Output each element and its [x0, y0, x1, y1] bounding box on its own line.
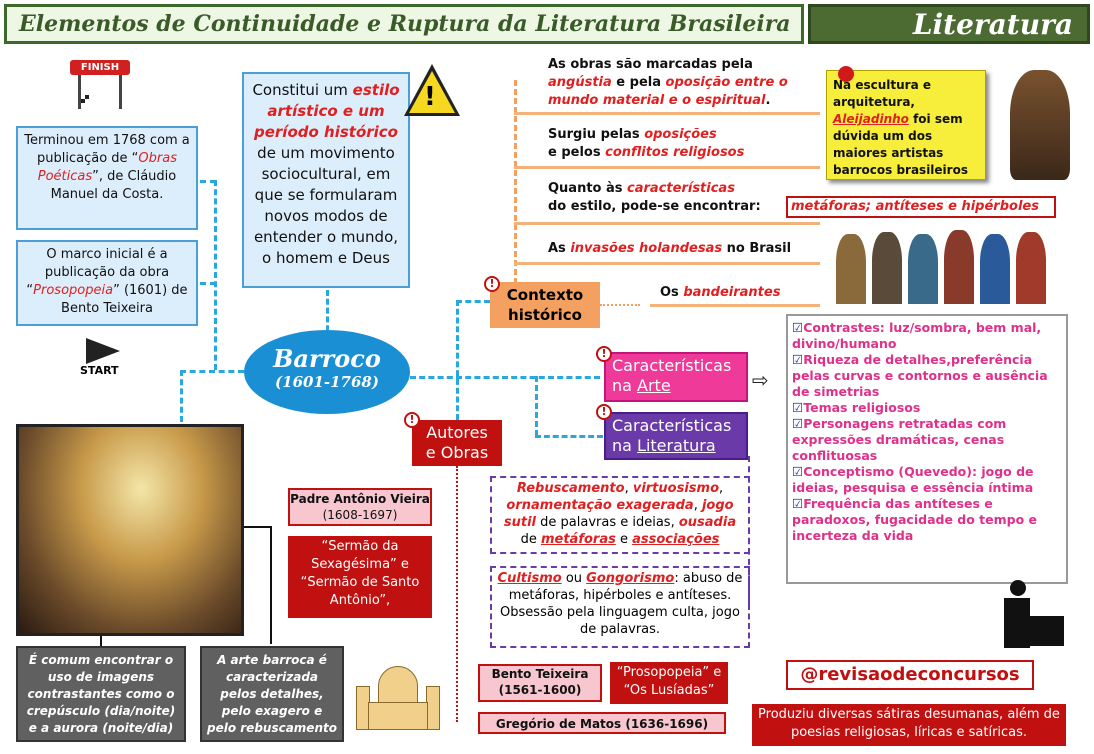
contexto-node: Contexto histórico: [490, 282, 600, 328]
alert-icon: !: [596, 404, 612, 420]
connector: [180, 370, 183, 422]
warning-fill: [409, 71, 455, 113]
vieira-works: “Sermão da Sexagésima” e “Sermão de Sant…: [288, 536, 432, 618]
start-box: O marco inicial é a publicação da obra “…: [16, 240, 198, 326]
literature-box-1: Rebuscamento, virtuosismo, ornamentação …: [490, 476, 750, 554]
connector: [200, 180, 216, 183]
gregorio-works: Produziu diversas sátiras desumanas, alé…: [752, 704, 1066, 746]
connector: [200, 282, 216, 285]
connector: [456, 300, 459, 420]
connector: [514, 112, 820, 115]
connector: [244, 526, 270, 528]
connector: [600, 304, 640, 306]
page-title: Elementos de Continuidade e Ruptura da L…: [4, 4, 804, 44]
gray-note-2: A arte barroca é caracterizada pelos det…: [200, 646, 344, 742]
vieira-name: Padre Antônio Vieira (1608-1697): [288, 488, 432, 526]
art-item: ☑Personagens retratadas com expressões d…: [792, 416, 1007, 463]
connector: [180, 370, 244, 373]
barroco-node: Barroco (1601-1768): [244, 330, 410, 414]
connector: [410, 376, 600, 379]
art-item: ☑Frequência das antíteses e paradoxos, f…: [792, 496, 1038, 543]
bandeirantes-image: [836, 228, 1056, 304]
end-box: Terminou em 1768 com a publicação de “Ob…: [16, 126, 198, 230]
start-icon: START: [80, 338, 130, 377]
connector: [326, 290, 329, 340]
alert-icon: !: [596, 346, 612, 362]
arrow-right-icon: ⇨: [752, 368, 769, 392]
art-item: ☑Riqueza de detalhes,preferência pelas c…: [792, 352, 1048, 399]
alert-icon: !: [484, 276, 500, 292]
statue-image: [1010, 70, 1070, 180]
aleijadinho-note: Na escultura e arquitetura, Aleijadinho …: [826, 70, 986, 180]
bento-name: Bento Teixeira(1561-1600): [478, 664, 602, 702]
connector: [650, 304, 820, 307]
gregorio-name: Gregório de Matos (1636-1696): [478, 712, 726, 734]
gray-note-1: É comum encontrar o uso de imagens contr…: [16, 646, 186, 742]
connector: [214, 180, 217, 370]
context-item-5: Os bandeirantes: [660, 285, 781, 300]
art-list: ☑Contrastes: luz/sombra, bem mal, divino…: [786, 314, 1068, 584]
context-item-3-highlight: metáforas; antíteses e hipérboles: [786, 196, 1056, 218]
pin-icon: [838, 66, 854, 82]
subject-title: Literatura: [808, 4, 1090, 44]
definition-box: Constitui um estilo artístico e um perío…: [242, 72, 410, 288]
handle-badge: @revisaodeconcursos: [786, 660, 1034, 690]
baroque-painting-image: [16, 424, 244, 636]
connector: [456, 466, 458, 722]
art-item: ☑Temas religiosos: [792, 400, 921, 415]
art-item: ☑Contrastes: luz/sombra, bem mal, divino…: [792, 320, 1042, 351]
context-item-2: Surgiu pelas oposições e pelos conflitos…: [548, 127, 745, 160]
connector: [514, 262, 820, 265]
connector: [456, 300, 490, 303]
connector: [514, 166, 820, 169]
literature-box-2: Cultismo ou Gongorismo: abuso de metáfor…: [490, 566, 750, 648]
church-image: [348, 656, 448, 732]
teacher-icon: [996, 578, 1066, 652]
finish-flag-icon: FINISH: [70, 60, 130, 120]
connector: [535, 435, 603, 438]
art-item: ☑Conceptismo (Quevedo): jogo de ideias, …: [792, 464, 1034, 495]
alert-icon: !: [404, 412, 420, 428]
connector: [514, 80, 517, 284]
connector: [514, 222, 820, 225]
connector: [535, 376, 538, 436]
context-item-3: Quanto às características do estilo, pod…: [548, 181, 761, 214]
warning-mark: !: [424, 82, 436, 112]
context-item-1: As obras são marcadas pela angústia e pe…: [548, 57, 788, 108]
connector: [270, 526, 272, 644]
bento-works: “Prosopopeia” e “Os Lusíadas”: [610, 662, 728, 704]
context-item-4: As invasões holandesas no Brasil: [548, 241, 792, 256]
connector: [100, 636, 102, 646]
